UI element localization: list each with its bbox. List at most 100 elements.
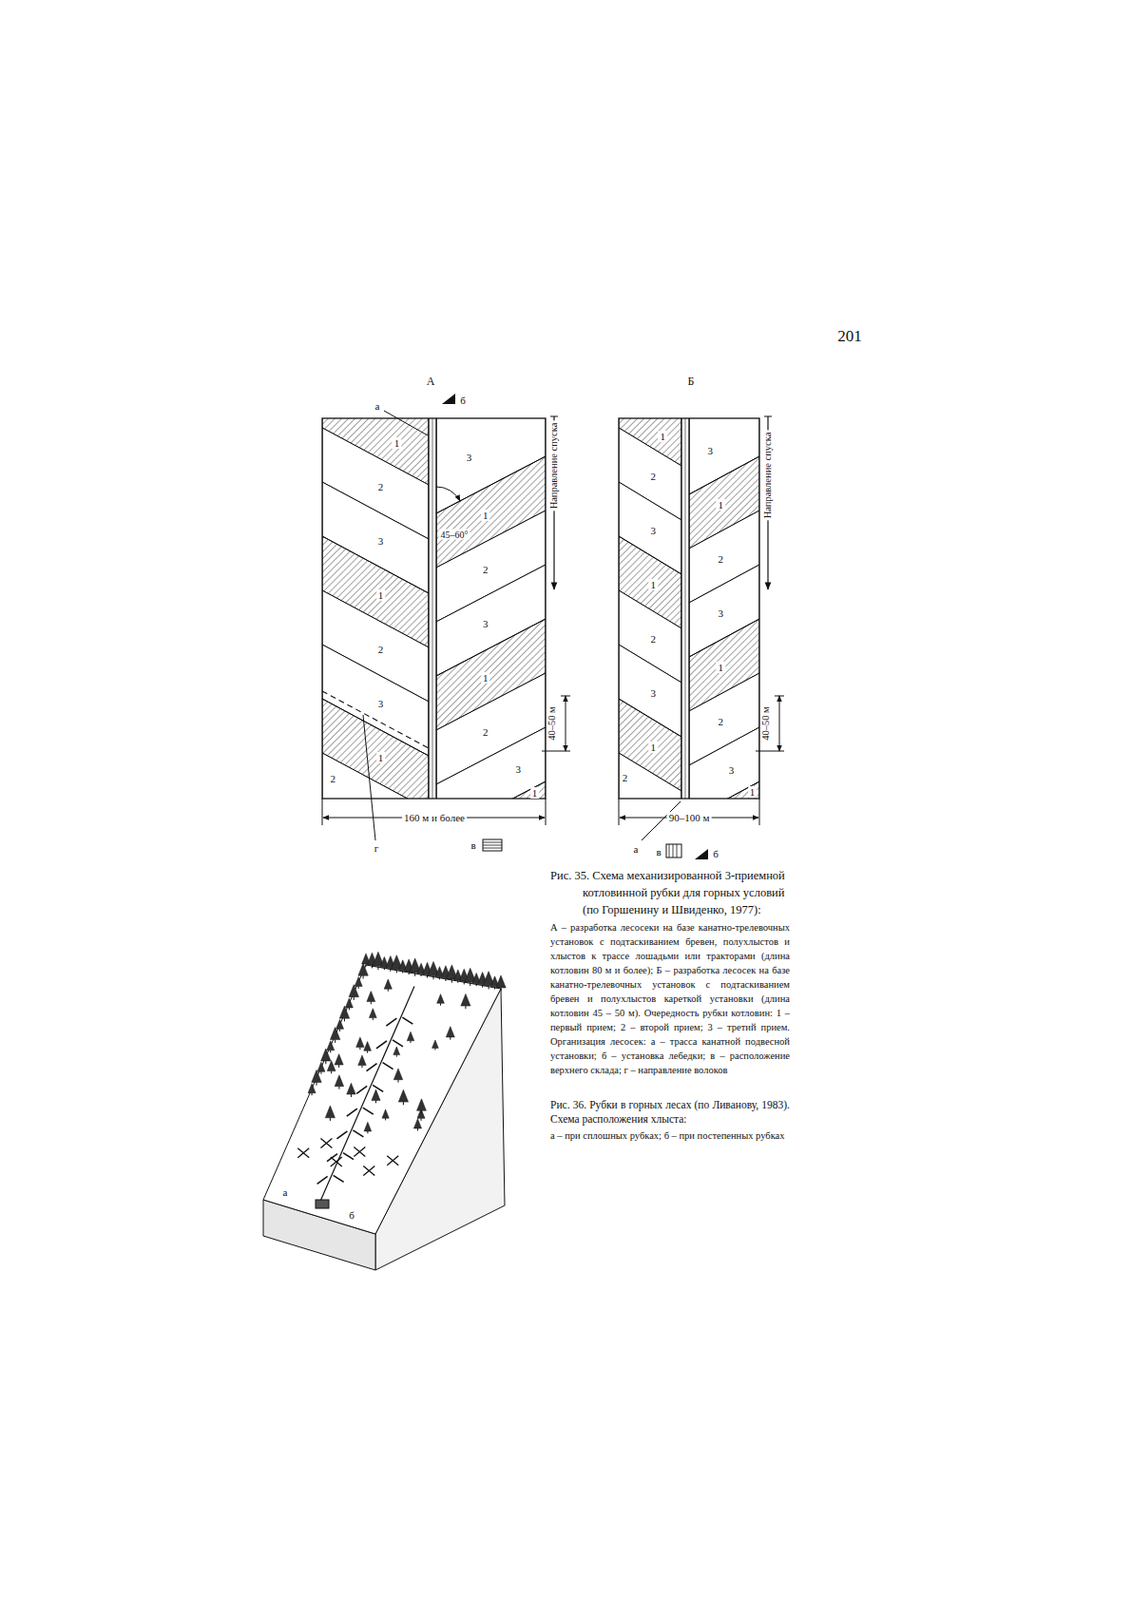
tree-trunk [359, 1046, 361, 1050]
log [383, 1062, 394, 1070]
log [402, 1016, 413, 1024]
sequence-number: 1 [748, 786, 758, 798]
tree-trunk [316, 1082, 318, 1086]
tree-trunk [457, 979, 459, 983]
sequence-number: 3 [480, 616, 491, 629]
callout-letter: а [281, 1186, 290, 1198]
sequence-number: 2 [649, 632, 659, 644]
felling-strip [436, 727, 546, 799]
sequence-number: 2 [480, 562, 491, 575]
tree-trunk [334, 1039, 336, 1043]
tree-trunk [426, 974, 428, 978]
winch [315, 1199, 329, 1209]
sequence-number: 3 [716, 606, 727, 618]
extension-line [322, 798, 324, 826]
tree-trunk [488, 985, 490, 990]
tree [398, 1089, 408, 1102]
felled-stem [330, 1156, 343, 1167]
log [346, 1108, 358, 1116]
sequence-number: 1 [392, 437, 403, 449]
felling-strip [436, 781, 546, 799]
tree-trunk [366, 1131, 368, 1133]
felling-strip [618, 752, 682, 799]
leader-line [383, 410, 428, 436]
winch-symbol [694, 848, 709, 860]
callout-letter: в [653, 845, 663, 858]
extension-line [560, 695, 571, 697]
extension-line [545, 798, 547, 826]
log [326, 1153, 338, 1162]
cable-route [427, 418, 429, 799]
tree-trunk [433, 976, 435, 980]
tree-trunk [389, 968, 391, 972]
tree-trunk [350, 1093, 352, 1097]
slope-illustration [263, 951, 506, 1270]
felling-strip [689, 781, 760, 799]
direction-label: Направление спуска [762, 430, 774, 521]
legend-letter: б [458, 394, 468, 406]
tree-trunk [348, 1007, 350, 1011]
tree [356, 1036, 365, 1047]
tree-trunk [372, 1017, 374, 1020]
tree-trunk [361, 1065, 363, 1069]
tree-trunk [421, 1110, 423, 1113]
tree-trunk [396, 1055, 398, 1057]
extension-line [618, 798, 620, 826]
tree-trunk [439, 977, 441, 980]
tree-trunk [383, 966, 385, 970]
sequence-number: 3 [649, 686, 659, 698]
sequence-number: 1 [480, 671, 491, 683]
leader-line [363, 714, 376, 841]
extension-line [541, 750, 571, 752]
tree-trunk [449, 1036, 451, 1040]
felled-stem [320, 1137, 332, 1148]
log [366, 1063, 378, 1072]
tree-trunk [469, 981, 471, 986]
felled-stem [363, 1166, 375, 1176]
tree [460, 993, 471, 1006]
tree-trunk [330, 1071, 332, 1075]
callout-letter: г [372, 842, 382, 854]
tree [339, 1005, 349, 1018]
callout-letter: в [468, 839, 478, 851]
tree-trunk [338, 1086, 340, 1090]
log [317, 1175, 328, 1184]
sequence-number: 2 [376, 479, 386, 492]
log [385, 1017, 397, 1026]
tree-trunk [358, 985, 360, 989]
dimension-value: 40–50 м [546, 704, 558, 743]
figure-caption: Рис. 35. Схема механизированной 3-приемн… [550, 866, 790, 919]
tree-trunk [464, 1005, 466, 1009]
sequence-number: 1 [376, 750, 386, 763]
tree-trunk [408, 971, 410, 975]
tree [445, 1026, 455, 1037]
tree-trunk [494, 986, 496, 990]
tree [393, 1046, 401, 1056]
tree-trunk [329, 1117, 331, 1121]
cable-line [320, 986, 415, 1202]
skid-trail [322, 690, 429, 749]
winch-symbol [441, 393, 456, 404]
tree-trunk [421, 973, 423, 977]
tree [311, 1070, 322, 1083]
tree [334, 1054, 344, 1065]
tree [368, 1008, 377, 1018]
tree-trunk [476, 982, 478, 986]
tree [307, 1083, 316, 1094]
sequence-number: 2 [649, 469, 659, 481]
sequence-number: 2 [716, 552, 727, 564]
tree [329, 1027, 340, 1040]
dimension-value: 90–100 м [667, 811, 712, 824]
log [336, 1131, 347, 1139]
tree [326, 1040, 335, 1051]
sequence-number: 1 [649, 577, 659, 590]
sequence-number: 1 [530, 786, 540, 799]
tree-trunk [325, 1060, 327, 1064]
plot-outline [618, 418, 760, 799]
direction-label: Направление спуска [548, 421, 560, 512]
log [333, 1174, 345, 1182]
tree [336, 1018, 345, 1029]
tree-trunk [414, 972, 416, 977]
dimension-value: 160 м и более [402, 811, 467, 824]
tree-trunk [384, 1117, 386, 1120]
